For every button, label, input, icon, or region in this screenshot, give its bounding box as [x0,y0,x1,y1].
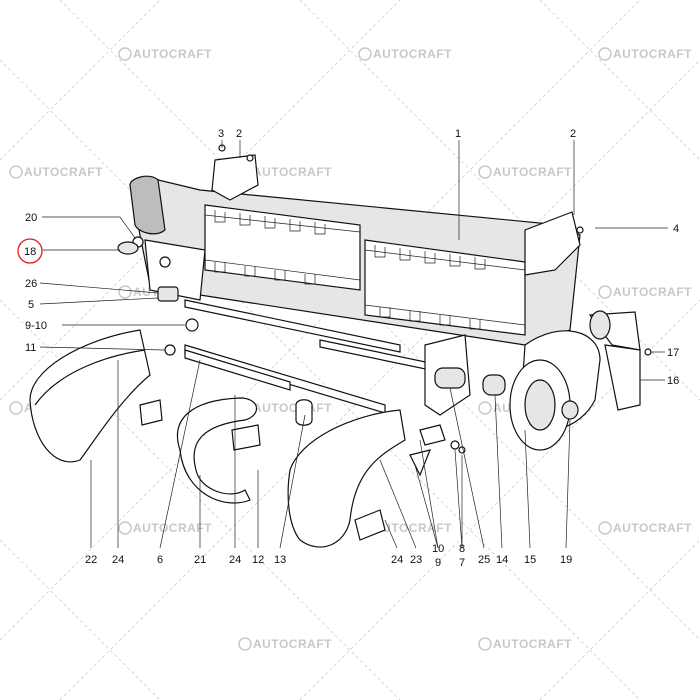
callout-9-10: 9-10 [25,320,47,332]
bar-plate [184,349,291,391]
callout-24: 24 [112,554,124,566]
callout-21: 21 [194,554,206,566]
callout-14: 14 [496,554,508,566]
callout-2: 2 [236,128,242,140]
callout-24: 24 [391,554,403,566]
callout-6: 6 [157,554,163,566]
shafts [184,299,441,414]
svg-text:AUTOCRAFT: AUTOCRAFT [253,637,332,651]
callout-10: 10 [432,543,444,555]
leader-lines [39,140,668,549]
svg-text:AUTOCRAFT: AUTOCRAFT [613,521,692,535]
callout-16: 16 [667,375,679,387]
callout-labels: 1 2 3 2 4 20 18 26 5 9-10 11 17 16 22 24… [24,128,679,569]
callout-8: 8 [459,543,465,555]
top-bracket [211,144,259,201]
motor [588,310,652,411]
callout-4: 4 [673,223,679,235]
callout-26: 26 [25,278,37,290]
callout-22: 22 [85,554,97,566]
callout-17: 17 [667,347,679,359]
callout-25: 25 [478,554,490,566]
svg-text:AUTOCRAFT: AUTOCRAFT [24,165,103,179]
small-parts-left [117,236,199,356]
svg-text:AUTOCRAFT: AUTOCRAFT [133,521,212,535]
svg-text:AUTOCRAFT: AUTOCRAFT [613,47,692,61]
svg-text:AUTOCRAFT: AUTOCRAFT [493,637,572,651]
callout-7: 7 [459,557,465,569]
callout-20: 20 [25,212,37,224]
callout-3: 3 [218,128,224,140]
svg-text:AUTOCRAFT: AUTOCRAFT [613,285,692,299]
svg-text:AUTOCRAFT: AUTOCRAFT [133,47,212,61]
callout-5: 5 [28,299,34,311]
fan-housing [509,330,601,451]
svg-text:AUTOCRAFT: AUTOCRAFT [373,47,452,61]
callout-24: 24 [229,554,241,566]
svg-text:AUTOCRAFT: AUTOCRAFT [253,165,332,179]
callout-19: 19 [560,554,572,566]
svg-text:AUTOCRAFT: AUTOCRAFT [253,401,332,415]
callout-11: 11 [25,342,36,354]
callout-18: 18 [24,246,36,258]
strap [176,397,261,504]
right-bracket [524,211,584,276]
highlight-circle [17,238,43,264]
small-parts-center [409,424,466,477]
svg-text:AUTOCRAFT: AUTOCRAFT [373,521,452,535]
callout-1: 1 [455,128,461,140]
svg-text:AUTOCRAFT: AUTOCRAFT [493,165,572,179]
callout-15: 15 [524,554,536,566]
center-plate [424,334,506,416]
main-frame [129,175,581,346]
callout-9: 9 [435,557,441,569]
left-cover [29,329,163,463]
callout-23: 23 [410,554,422,566]
callout-12: 12 [252,554,264,566]
callout-2: 2 [570,128,576,140]
callout-13: 13 [274,554,286,566]
right-cover [287,399,406,548]
